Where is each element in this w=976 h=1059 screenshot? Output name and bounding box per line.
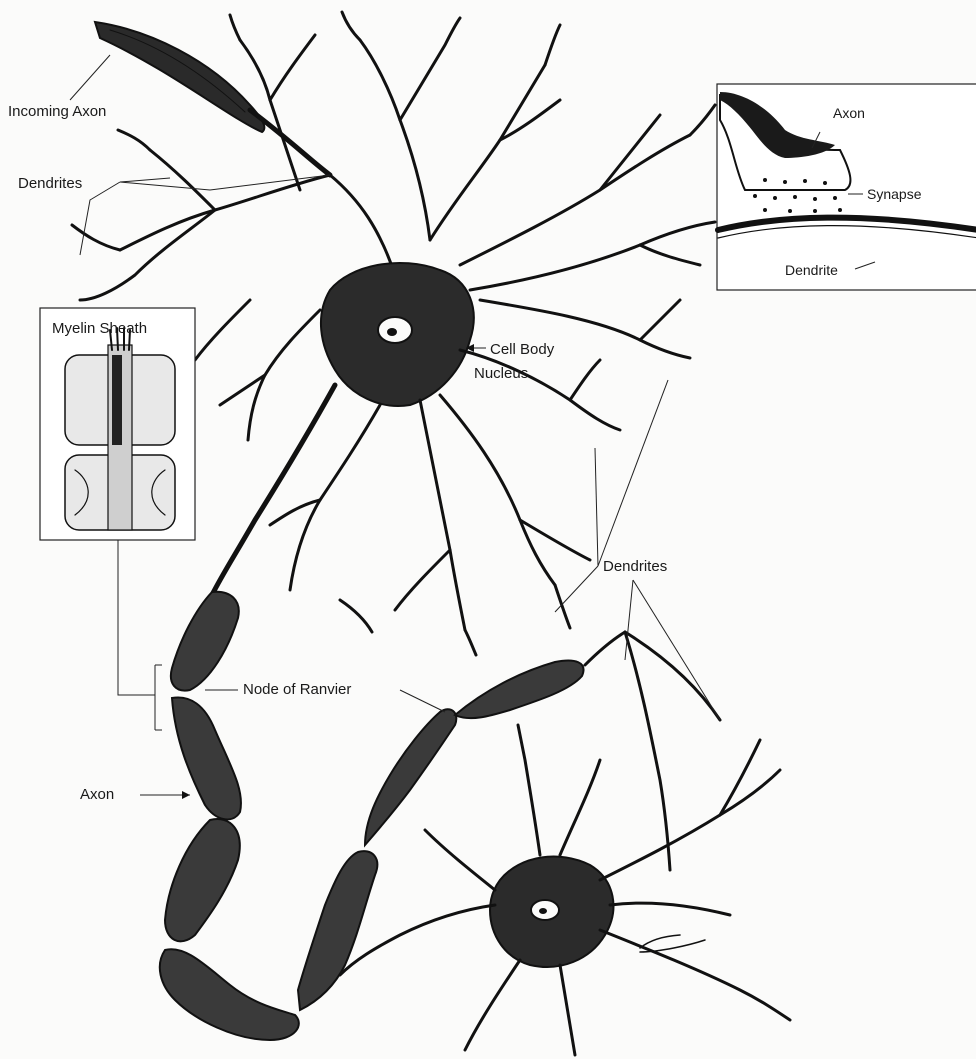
label-dendrites-top: Dendrites xyxy=(18,175,82,192)
inset-label-synapse: Synapse xyxy=(867,186,922,202)
label-incoming-axon: Incoming Axon xyxy=(8,103,106,120)
myelin-sheath-inset xyxy=(40,308,195,540)
label-nucleus: Nucleus xyxy=(474,365,528,382)
inset-label-dendrite: Dendrite xyxy=(785,262,838,278)
label-axon: Axon xyxy=(80,786,114,803)
label-node-of-ranvier: Node of Ranvier xyxy=(243,681,351,698)
label-dendrites-right: Dendrites xyxy=(603,558,667,575)
cell-body-upper xyxy=(321,263,474,406)
lower-neuron xyxy=(340,632,790,1055)
inset-label-axon: Axon xyxy=(833,105,865,121)
lower-dendrites xyxy=(270,350,620,655)
label-cell-body: Cell Body xyxy=(490,341,555,358)
label-myelin-sheath: Myelin Sheath xyxy=(52,320,147,337)
incoming-axon xyxy=(95,22,330,175)
